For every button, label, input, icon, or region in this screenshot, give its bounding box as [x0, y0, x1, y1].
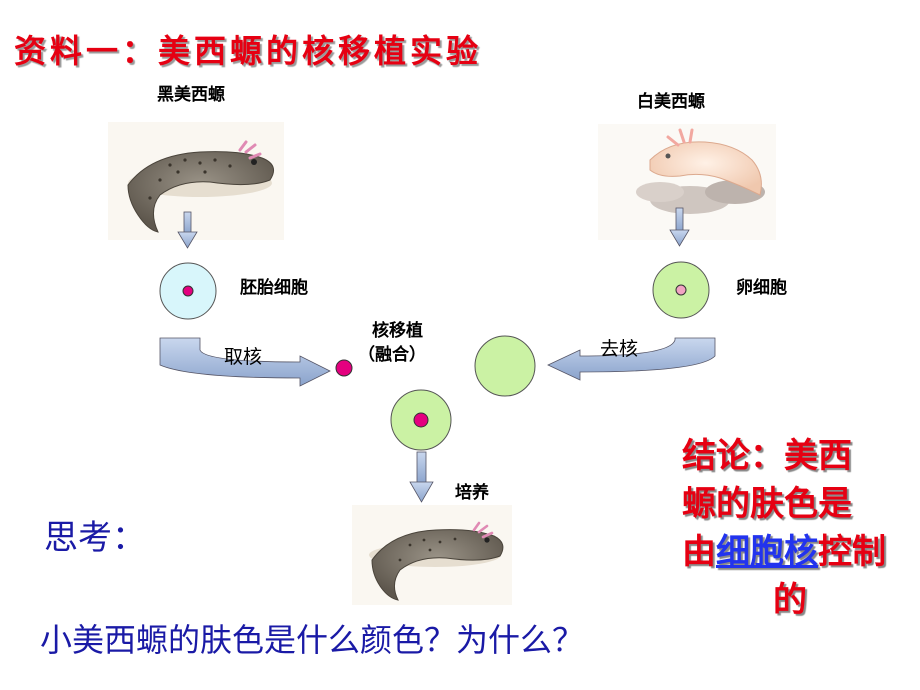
embryo-cell: [159, 262, 217, 320]
offspring-axolotl-image: [352, 505, 512, 605]
label-nuclear-transfer: 核移植: [372, 321, 423, 341]
conclusion-line-1: 结论：美西: [682, 436, 852, 476]
isolated-nucleus: [335, 359, 353, 377]
conclusion-line-3: 由细胞核控制: [682, 528, 918, 576]
white-axolotl-image: [598, 124, 776, 240]
conclusion-post: 控制: [818, 532, 886, 572]
slide-title: 资料一：美西螈的核移植实验: [14, 32, 483, 70]
down-arrow-right: [669, 207, 690, 247]
conclusion-highlight-nucleus: 细胞核: [716, 532, 818, 572]
label-culture: 培养: [455, 483, 489, 503]
label-remove-nucleus: 去核: [600, 338, 639, 360]
culture-arrow: [409, 451, 434, 503]
egg-cell: [652, 261, 710, 319]
remove-nucleus-arrow: [547, 337, 716, 381]
enucleated-egg-cell: [474, 335, 536, 397]
label-black-axolotl: 黑美西螈: [157, 85, 225, 105]
label-take-nucleus: 取核: [224, 346, 263, 368]
question-text: 小美西螈的肤色是什么颜色？为什么？: [40, 621, 585, 659]
take-nucleus-arrow: [159, 337, 331, 387]
conclusion-box: 结论：美西 螈的肤色是 由细胞核控制 的: [682, 432, 918, 624]
black-axolotl-image: [108, 122, 284, 240]
conclusion-line-4: 的: [773, 580, 807, 620]
label-embryo-cell: 胚胎细胞: [240, 278, 308, 298]
label-white-axolotl: 白美西螈: [637, 92, 705, 112]
conclusion-line-2: 螈的肤色是: [682, 484, 852, 524]
label-fusion: （融合）: [358, 345, 426, 365]
label-egg-cell: 卵细胞: [736, 278, 787, 298]
down-arrow-left: [177, 211, 198, 249]
conclusion-pre: 由: [682, 532, 716, 572]
fused-cell: [390, 389, 452, 451]
think-heading: 思考：: [44, 518, 146, 558]
